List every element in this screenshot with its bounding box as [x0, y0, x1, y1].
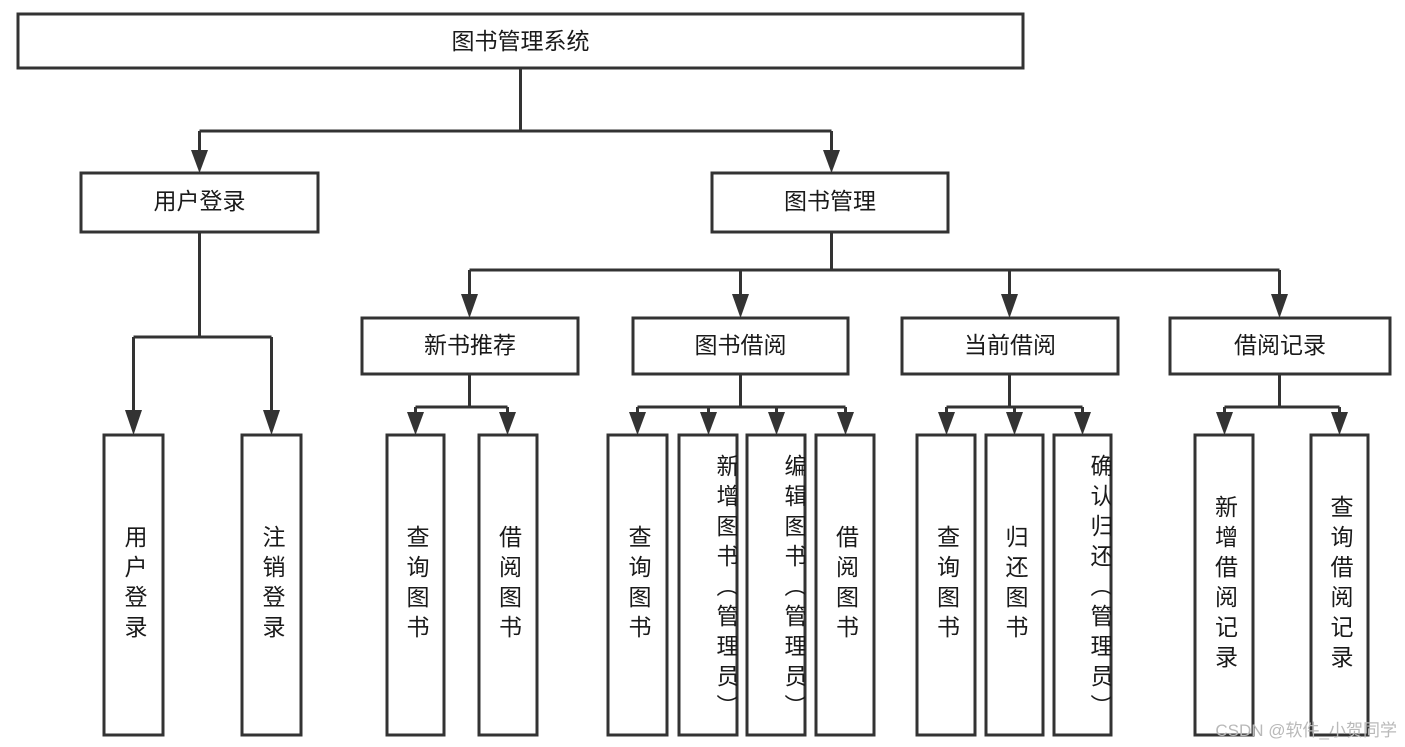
node-book-manage[interactable]: 图书管理: [710, 171, 950, 234]
arrowhead-leaf-query-book-1: [407, 412, 424, 435]
node-book-borrow-label: 图书借阅: [695, 332, 787, 358]
connector-layer: [125, 68, 1348, 435]
node-leaf-logout-box[interactable]: [240, 433, 303, 737]
node-root[interactable]: 图书管理系统: [16, 12, 1025, 70]
node-user-login-label: 用户登录: [154, 188, 246, 214]
node-borrow-record-box[interactable]: [1168, 316, 1392, 376]
arrowhead-leaf-edit-book: [768, 412, 785, 435]
node-current-borrow-box[interactable]: [900, 316, 1120, 376]
arrowhead-leaf-add-record: [1216, 412, 1233, 435]
node-leaf-query-book-2-box[interactable]: [606, 433, 669, 737]
csdn-watermark: CSDN @软件_小贺同学: [1215, 721, 1397, 740]
arrowhead-leaf-borrow-book-2: [837, 412, 854, 435]
arrowhead-leaf-borrow-book-1: [499, 412, 516, 435]
node-leaf-query-book-3-box[interactable]: [915, 433, 977, 737]
node-book-manage-box[interactable]: [710, 171, 950, 234]
node-leaf-user-login-box[interactable]: [102, 433, 165, 737]
node-leaf-borrow-book-2-box[interactable]: [814, 433, 876, 737]
node-root-box[interactable]: [16, 12, 1025, 70]
node-new-book-recommend[interactable]: 新书推荐: [360, 316, 580, 376]
arrowhead-leaf-user-login: [125, 410, 142, 435]
arrowhead-current-borrow: [1001, 294, 1018, 318]
node-new-book-recommend-box[interactable]: [360, 316, 580, 376]
node-borrow-record[interactable]: 借阅记录: [1168, 316, 1392, 376]
node-user-login-box[interactable]: [79, 171, 320, 234]
node-layer: 图书管理系统 用户登录 图书管理 新书推荐 图书借阅 当前: [16, 12, 1392, 737]
arrowhead-book-manage: [823, 150, 840, 173]
arrowhead-leaf-query-book-3: [938, 412, 955, 435]
arrowhead-new-book-recommend: [461, 294, 478, 318]
node-book-borrow[interactable]: 图书借阅: [631, 316, 850, 376]
node-new-book-recommend-label: 新书推荐: [424, 332, 516, 358]
node-leaf-add-book-box[interactable]: [677, 433, 739, 737]
node-current-borrow[interactable]: 当前借阅: [900, 316, 1120, 376]
arrowhead-user-login: [191, 150, 208, 173]
node-borrow-record-label: 借阅记录: [1234, 332, 1326, 358]
arrowhead-leaf-query-record: [1331, 412, 1348, 435]
arrowhead-leaf-add-book: [700, 412, 717, 435]
node-leaf-edit-book-box[interactable]: [745, 433, 807, 737]
node-root-label: 图书管理系统: [452, 28, 590, 54]
arrowhead-leaf-confirm-return: [1074, 412, 1091, 435]
arrowhead-leaf-logout: [263, 410, 280, 435]
node-leaf-confirm-return-box[interactable]: [1052, 433, 1113, 737]
node-current-borrow-label: 当前借阅: [964, 332, 1056, 358]
node-leaf-query-record-box[interactable]: [1309, 433, 1370, 737]
arrowhead-leaf-query-book-2: [629, 412, 646, 435]
node-book-borrow-box[interactable]: [631, 316, 850, 376]
node-leaf-query-book-1-box[interactable]: [385, 433, 446, 737]
node-leaf-return-book-box[interactable]: [984, 433, 1045, 737]
arrowhead-leaf-return-book: [1006, 412, 1023, 435]
node-leaf-borrow-book-1-box[interactable]: [477, 433, 539, 737]
arrowhead-book-borrow: [732, 294, 749, 318]
arrowhead-borrow-record: [1271, 294, 1288, 318]
node-book-manage-label: 图书管理: [784, 188, 876, 214]
node-user-login[interactable]: 用户登录: [79, 171, 320, 234]
node-leaf-add-record-box[interactable]: [1193, 433, 1255, 737]
